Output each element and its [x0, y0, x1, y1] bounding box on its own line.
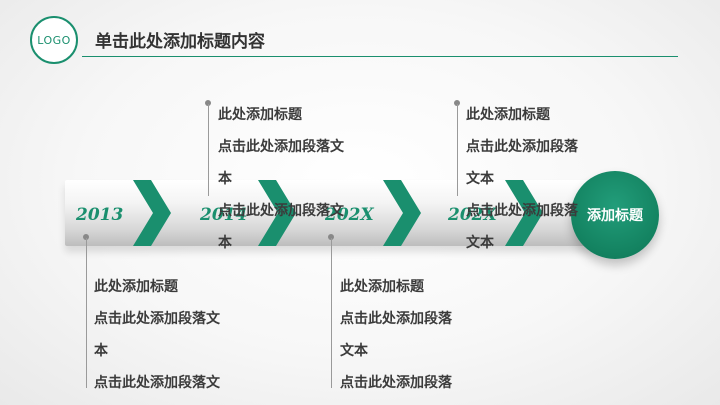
block-text: 文本 — [466, 171, 494, 187]
block-heading: 此处添加标题 — [218, 107, 302, 123]
block-text: 文本 — [340, 343, 368, 359]
page-title: 单击此处添加标题内容 — [95, 32, 265, 52]
chevron-arrow-icon — [383, 180, 421, 246]
block-heading: 此处添加标题 — [94, 279, 178, 295]
year-label: 202X — [448, 205, 497, 225]
block-text: 本 — [218, 235, 232, 251]
connector-line — [457, 104, 458, 196]
year-label: 2013 — [76, 205, 124, 225]
connector-line — [331, 238, 332, 388]
chevron-arrow-icon — [258, 180, 296, 246]
connector-line — [208, 104, 209, 196]
connector-dot — [454, 100, 460, 106]
block-text: 点击此处添加段落文 — [94, 311, 220, 327]
connector-dot — [328, 234, 334, 240]
block-text: 点击此处添加段落文 — [218, 203, 344, 219]
block-text: 点击此处添加段落文 — [218, 139, 344, 155]
text-block-top-2: 此处添加标题 点击此处添加段落 文本 点击此处添加段落 文本 — [466, 99, 578, 259]
year-label: 202X — [325, 205, 374, 225]
title-divider — [82, 56, 678, 57]
block-text: 点击此处添加段落文 — [94, 375, 220, 391]
connector-dot — [83, 234, 89, 240]
block-text: 本 — [218, 171, 232, 187]
block-heading: 此处添加标题 — [466, 107, 550, 123]
end-circle: 添加标题 — [571, 171, 659, 259]
year-label: 2014 — [200, 205, 248, 225]
chevron-arrow-icon — [505, 180, 543, 246]
chevron-arrow-icon — [133, 180, 171, 246]
block-heading: 此处添加标题 — [340, 279, 424, 295]
block-text: 点击此处添加段落 — [340, 375, 452, 391]
block-text: 点击此处添加段落 — [466, 203, 578, 219]
logo: LOGO — [30, 16, 78, 64]
block-text: 点击此处添加段落 — [340, 311, 452, 327]
end-circle-label: 添加标题 — [587, 208, 643, 224]
text-block-bottom-2: 此处添加标题 点击此处添加段落 文本 点击此处添加段落 — [340, 271, 452, 399]
text-block-top-1: 此处添加标题 点击此处添加段落文 本 点击此处添加段落文 本 — [218, 99, 344, 259]
connector-dot — [205, 100, 211, 106]
connector-line — [86, 238, 87, 388]
block-text: 本 — [94, 343, 108, 359]
text-block-bottom-1: 此处添加标题 点击此处添加段落文 本 点击此处添加段落文 — [94, 271, 220, 399]
block-text: 文本 — [466, 235, 494, 251]
block-text: 点击此处添加段落 — [466, 139, 578, 155]
